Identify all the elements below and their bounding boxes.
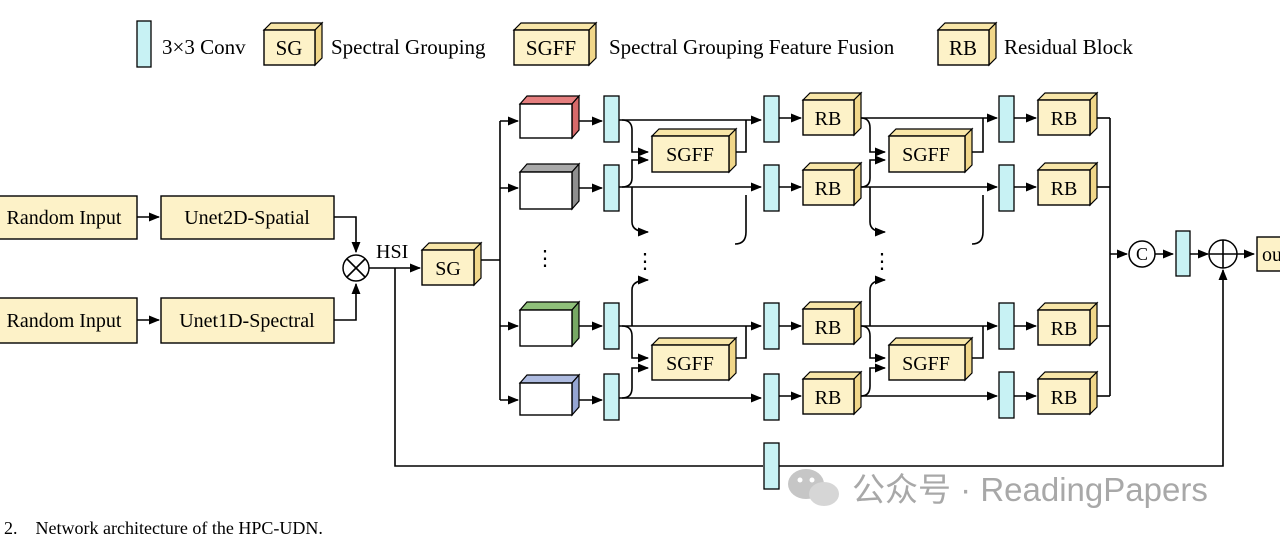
rb-label: RB [1051,318,1078,340]
unet1d-spectral-box [160,297,335,344]
watermark: 公众号 · ReadingPapers [788,469,1208,508]
sgff-label: SGFF [902,144,950,166]
watermark-text: 公众号 · ReadingPapers [852,471,1208,508]
rb-block: RB [801,370,863,416]
sgff-label: SGFF [902,353,950,375]
rb-label: RB [815,387,842,409]
conv-layer [998,164,1015,212]
rb-column-1: RB RB RB RB [801,91,863,416]
sgff-block-4: SGFF [887,336,974,382]
concat-operator: C [1128,240,1156,268]
rb-block: RB [1036,91,1099,137]
skip-connection [394,268,1228,490]
rb-column-2: RB RB RB RB [1036,91,1099,416]
conv-layer [603,164,620,212]
rb-block: RB [801,300,863,346]
stage-1-ellipsis: ⋮ [635,249,656,273]
unet2d-spatial-label: Unet2D-Spatial [184,207,310,229]
legend-sgff-label: Spectral Grouping Feature Fusion [609,35,895,59]
skip-conv-layer [763,442,780,490]
rb-block: RB [801,91,863,137]
conv-layer [603,302,620,350]
conv-layer [763,302,780,350]
rb-block: RB [1036,370,1099,416]
legend-sgff-abbr: SGFF [526,36,576,60]
conv-layer [763,164,780,212]
group-feature-2 [518,162,581,211]
sgff-label: SGFF [666,144,714,166]
rb-label: RB [1051,178,1078,200]
legend-rb-label: Residual Block [1004,35,1133,59]
group-feature-4 [518,373,581,417]
random-input-box-1 [0,195,138,240]
unet1d-spectral-label: Unet1D-Spectral [179,310,315,332]
concat-label: C [1136,244,1148,264]
rb-label: RB [1051,387,1078,409]
conv-layer [998,302,1015,350]
stage-2-ellipsis: ⋮ [872,249,893,273]
stage-1-connections: ⋮ [619,115,763,403]
legend-conv-swatch [136,20,152,68]
legend: 3×3 Conv SG Spectral Grouping SGFF Spect… [136,20,1133,68]
conv-layer [603,95,620,143]
legend-sg-abbr: SG [276,36,303,60]
stage-2-connections: ⋮ [860,113,999,401]
sgff-block-3: SGFF [887,127,974,174]
conv-layer [998,371,1015,419]
output-label: ou [1262,244,1280,266]
legend-sg-label: Spectral Grouping [331,35,486,59]
rb-label: RB [815,317,842,339]
group-feature-3 [518,300,581,348]
random-input-label-2: Random Input [7,310,122,332]
sgff-block-2: SGFF [650,336,738,382]
conv-layer [763,95,780,143]
sgff-label: SGFF [666,353,714,375]
conv-column-3 [998,95,1015,419]
legend-sgff-block: SGFF [512,21,598,67]
rb-label: RB [1051,108,1078,130]
merge-bus [1097,117,1129,397]
sg-label: SG [435,258,461,280]
rb-label: RB [815,108,842,130]
legend-rb-block: RB [936,21,998,67]
output-block: ou [1256,236,1280,272]
hsi-label: HSI [376,241,408,263]
add-operator-icon [1208,239,1238,269]
sg-block: SG [420,241,483,287]
branch-split: ⋮ [499,116,556,405]
figure-caption: 2. Network architecture of the HPC-UDN. [4,518,323,538]
conv-column-1 [603,95,620,421]
final-conv-layer [1175,230,1191,277]
input-stage: Random Input Random Input Unet2D-Spatial… [0,195,500,344]
sgff-block-1: SGFF [650,127,738,174]
legend-sg-block: SG [262,21,324,67]
conv-layer [763,373,780,421]
rb-block: RB [1036,161,1099,207]
group-feature-1 [518,94,581,140]
conv-layer [603,373,620,421]
conv-layer [998,95,1015,143]
multiply-operator-icon [342,254,370,282]
unet2d-spatial-box [160,195,335,240]
rb-block: RB [1036,301,1099,347]
legend-rb-abbr: RB [949,36,977,60]
rb-label: RB [815,178,842,200]
wechat-icon [788,469,839,506]
random-input-label-1: Random Input [7,207,122,229]
rb-block: RB [801,161,863,207]
conv-column-2 [763,95,780,421]
branch-ellipsis: ⋮ [535,246,556,270]
legend-conv-label: 3×3 Conv [162,35,246,59]
